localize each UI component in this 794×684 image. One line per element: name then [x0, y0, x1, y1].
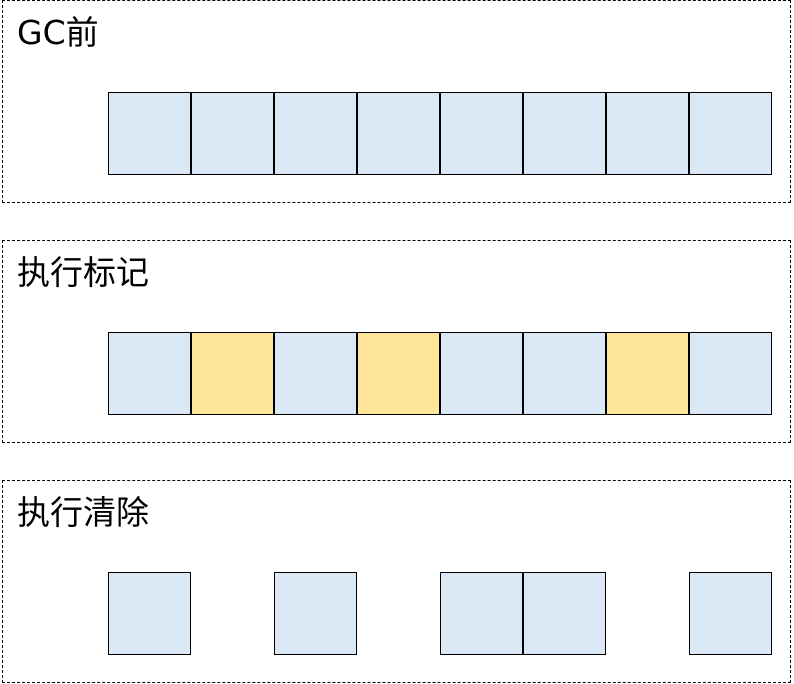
object-cell: [606, 92, 689, 175]
object-cell: [274, 92, 357, 175]
object-cell: [274, 332, 357, 415]
object-cell: [440, 572, 523, 655]
object-cell: [357, 92, 440, 175]
gc-before-panel: GC前: [2, 0, 791, 203]
memory-row: [108, 332, 772, 415]
marked-object-cell: [606, 332, 689, 415]
object-cell: [440, 92, 523, 175]
panel-title: 执行清除: [17, 493, 149, 532]
object-cell: [689, 332, 772, 415]
object-cell: [191, 92, 274, 175]
object-cell: [689, 92, 772, 175]
panel-title: 执行标记: [17, 253, 149, 292]
sweep-phase-panel: 执行清除: [2, 480, 791, 683]
marked-object-cell: [191, 332, 274, 415]
object-cell: [523, 332, 606, 415]
marked-object-cell: [357, 332, 440, 415]
object-cell: [108, 332, 191, 415]
object-cell: [440, 332, 523, 415]
object-cell: [523, 572, 606, 655]
object-cell: [689, 572, 772, 655]
memory-row: [108, 572, 772, 655]
object-cell: [274, 572, 357, 655]
object-cell: [523, 92, 606, 175]
mark-phase-panel: 执行标记: [2, 240, 791, 443]
memory-row: [108, 92, 772, 175]
panel-title: GC前: [17, 13, 99, 52]
object-cell: [108, 572, 191, 655]
object-cell: [108, 92, 191, 175]
